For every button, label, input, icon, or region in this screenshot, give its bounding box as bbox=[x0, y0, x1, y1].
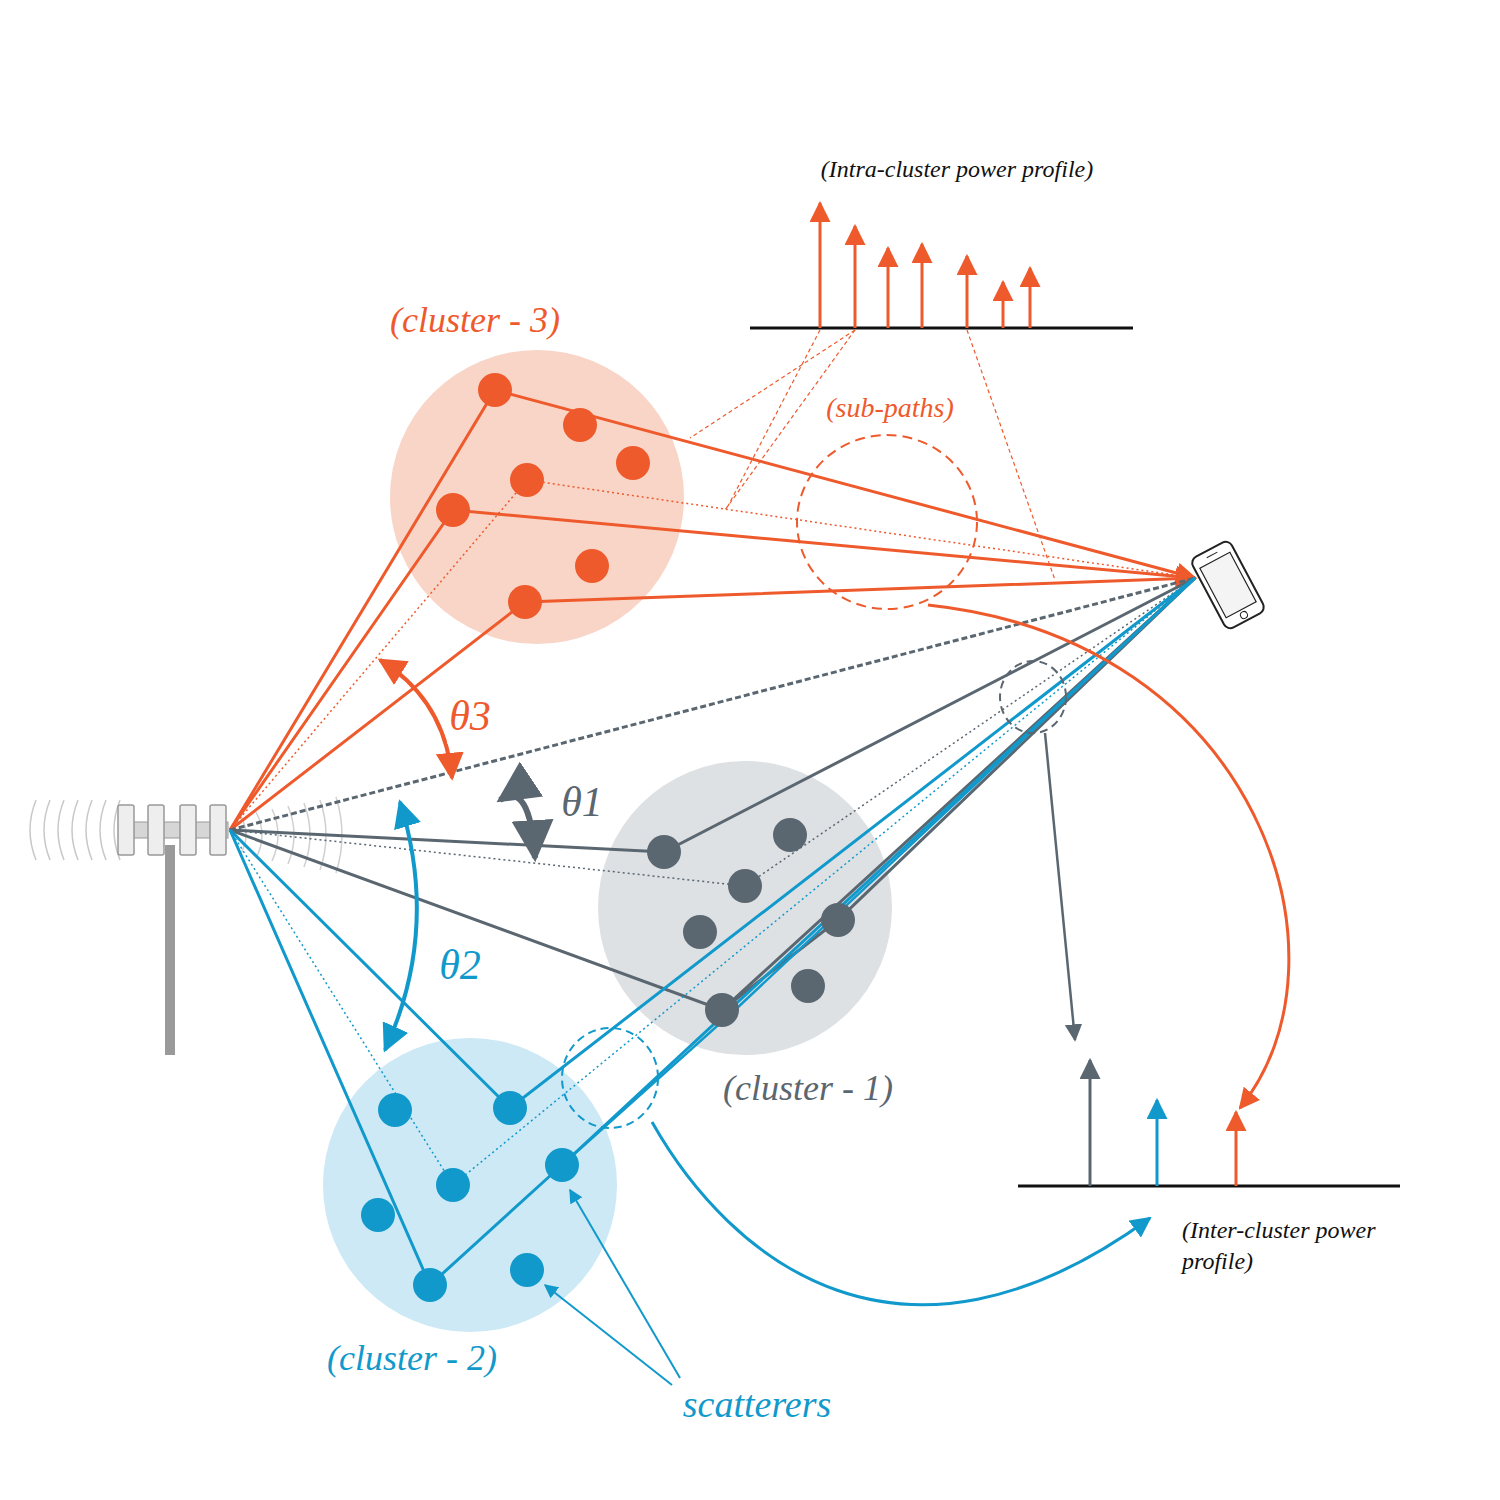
scatterer-dot bbox=[545, 1148, 579, 1182]
scatterer-dot bbox=[413, 1268, 447, 1302]
subpath-circle bbox=[1000, 661, 1066, 733]
radio-wave bbox=[30, 800, 36, 860]
radio-wave bbox=[100, 800, 106, 860]
power-impulse bbox=[887, 248, 890, 328]
leader-arrow bbox=[570, 1190, 680, 1378]
angle-arc bbox=[380, 660, 452, 778]
cluster-label: (cluster - 1) bbox=[721, 1067, 895, 1109]
angle-arc bbox=[500, 796, 535, 858]
leader-dash bbox=[967, 330, 1055, 580]
scatterer-dot bbox=[436, 1168, 470, 1202]
antenna-panel bbox=[180, 805, 196, 855]
scatterer-dot bbox=[616, 446, 650, 480]
ray-path bbox=[230, 578, 1195, 886]
power-impulse bbox=[819, 203, 822, 328]
mapping-arrow bbox=[928, 605, 1289, 1108]
profile-axis bbox=[1018, 1185, 1400, 1188]
cluster-disc bbox=[323, 1038, 617, 1332]
scatterer-dot bbox=[575, 549, 609, 583]
ray-path bbox=[230, 578, 1195, 1185]
radio-wave bbox=[256, 812, 262, 858]
angle-label: θ3 bbox=[447, 689, 493, 744]
power-impulse bbox=[1156, 1100, 1159, 1186]
power-impulse bbox=[1235, 1112, 1238, 1186]
scatterer-dot bbox=[563, 408, 597, 442]
subpath-label: (sub-paths) bbox=[824, 390, 956, 426]
angle-label: θ1 bbox=[559, 775, 605, 830]
ray-path bbox=[230, 578, 1195, 1285]
scatterer-dot bbox=[647, 835, 681, 869]
angle-label: θ2 bbox=[437, 938, 483, 993]
antenna-panel bbox=[118, 805, 134, 855]
power-impulse bbox=[966, 256, 969, 328]
profile-axis bbox=[750, 327, 1133, 330]
radio-wave bbox=[44, 800, 50, 860]
scatterer-dot bbox=[493, 1091, 527, 1125]
mobile-phone bbox=[1190, 539, 1266, 630]
cluster-disc bbox=[390, 350, 684, 644]
power-impulse bbox=[921, 244, 924, 328]
scatterer-dot bbox=[821, 903, 855, 937]
subpath-circle bbox=[797, 435, 977, 609]
ray-path bbox=[230, 390, 1195, 830]
ray-path bbox=[562, 578, 1195, 1165]
subpath-circle bbox=[562, 1028, 658, 1128]
scatterer-dot bbox=[773, 818, 807, 852]
radio-wave bbox=[72, 800, 78, 860]
leader-arrow bbox=[545, 1285, 672, 1385]
mapping-arrow bbox=[1045, 733, 1075, 1040]
scatterer-dot bbox=[705, 993, 739, 1027]
mapping-arrow bbox=[652, 1122, 1150, 1305]
power-impulse bbox=[1029, 268, 1032, 328]
cluster-disc bbox=[598, 761, 892, 1055]
power-impulse bbox=[1089, 1060, 1092, 1186]
scatterer-dot bbox=[478, 373, 512, 407]
scatterer-dot bbox=[791, 969, 825, 1003]
radio-wave bbox=[58, 800, 64, 860]
scatterers-label: scatterers bbox=[681, 1380, 833, 1429]
scatterer-dot bbox=[728, 869, 762, 903]
profile-title: (Intra-cluster power profile) bbox=[819, 154, 1095, 185]
scatterer-dot bbox=[510, 463, 544, 497]
antenna-panel bbox=[210, 805, 226, 855]
antenna-panel bbox=[148, 805, 164, 855]
scatterer-dot bbox=[436, 493, 470, 527]
power-impulse bbox=[1002, 282, 1005, 328]
power-impulse bbox=[854, 226, 857, 328]
scatterer-dot bbox=[378, 1093, 412, 1127]
leader-dash bbox=[728, 330, 820, 506]
radio-wave bbox=[86, 800, 92, 860]
scatterer-dot bbox=[508, 585, 542, 619]
angle-arc bbox=[385, 802, 417, 1050]
profile-title: (Inter-cluster power profile) bbox=[1180, 1215, 1384, 1277]
cluster-label: (cluster - 2) bbox=[325, 1337, 499, 1379]
scatterer-dot bbox=[361, 1198, 395, 1232]
antenna-pole bbox=[165, 845, 175, 1055]
scatterer-dot bbox=[683, 915, 717, 949]
cluster-label: (cluster - 3) bbox=[388, 299, 562, 341]
scatterer-dot bbox=[510, 1253, 544, 1287]
